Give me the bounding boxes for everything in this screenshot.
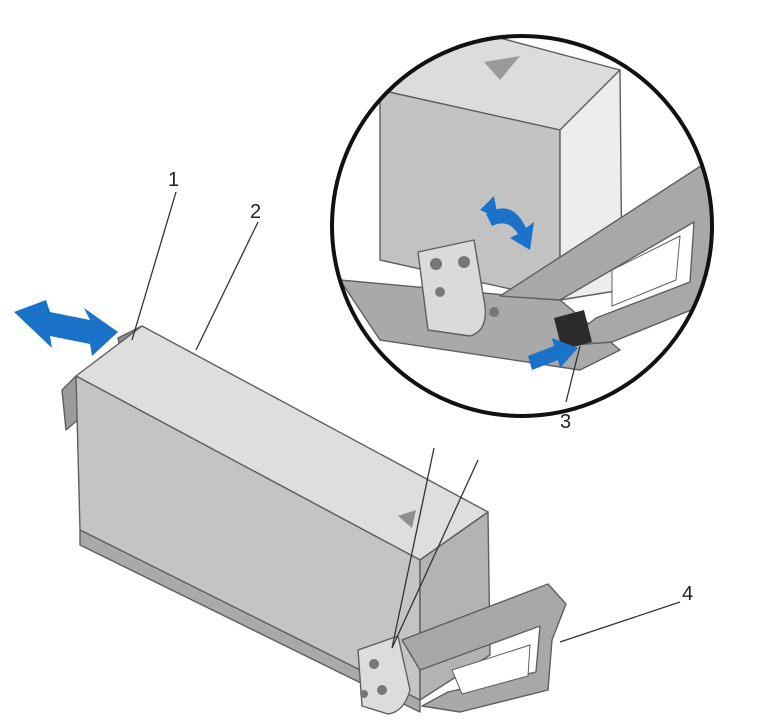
- unit-handle: [401, 583, 567, 713]
- detail-magnifier: [330, 34, 714, 418]
- handle-rotate-arrow-tail: [480, 196, 498, 218]
- zoom-cone-left: [391, 447, 435, 649]
- detail-screw-4: [489, 307, 499, 317]
- detail-circle-border: [330, 34, 714, 418]
- unit-bottom-strip: [79, 529, 421, 713]
- detail-screw-1: [430, 258, 442, 270]
- power-supply-unit: [61, 325, 567, 715]
- detail-handle: [499, 159, 712, 347]
- detail-screw-2: [458, 256, 470, 268]
- detail-triangle-marker: [484, 56, 520, 80]
- zoom-cone-right: [391, 459, 479, 649]
- detail-content: [339, 36, 712, 371]
- callout-1-leader: [131, 191, 177, 341]
- detail-handle-inner: [611, 235, 681, 307]
- latch-screw-1: [369, 659, 379, 669]
- unit-handle-inner: [451, 644, 531, 695]
- top-triangle-marker: [398, 510, 416, 528]
- callout-2: 2: [250, 201, 261, 223]
- latch-screw-3: [360, 690, 368, 698]
- handle-rotate-arrow: [486, 208, 534, 250]
- callout-1: 1: [168, 169, 179, 191]
- callout-3-leader: [565, 345, 581, 403]
- release-lever: [554, 310, 592, 350]
- callout-4: 4: [682, 583, 693, 605]
- callout-3: 3: [560, 411, 571, 433]
- release-push-arrow: [528, 338, 578, 370]
- front-latch-plate: [357, 635, 411, 715]
- detail-screw-3: [435, 287, 445, 297]
- callout-4-leader: [559, 601, 681, 643]
- detail-latch-plate: [417, 239, 487, 337]
- latch-screw-2: [377, 685, 387, 695]
- callout-2-leader: [195, 221, 259, 351]
- removal-direction-arrow: [14, 300, 118, 356]
